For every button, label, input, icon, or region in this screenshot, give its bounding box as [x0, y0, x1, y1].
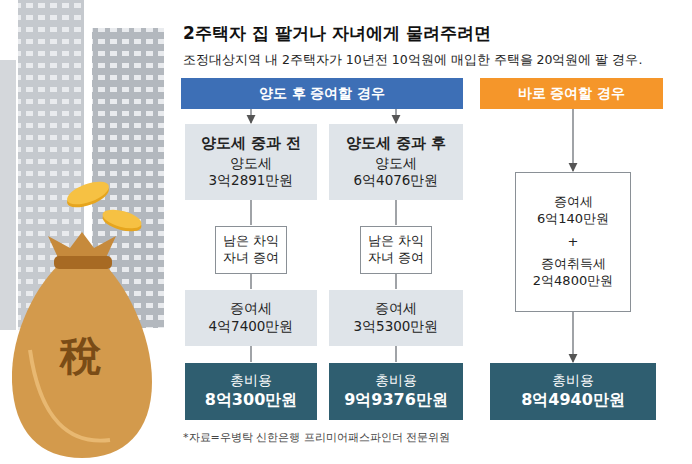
connector [250, 200, 251, 225]
box-text: 증여세 4억7400만원 [201, 300, 301, 335]
connector [572, 312, 573, 362]
process-box: 증여세 4억7400만원 [185, 290, 317, 346]
box-text: 남은 차익 자녀 증여 [220, 233, 282, 267]
coins [64, 177, 143, 235]
connector [395, 200, 396, 225]
process-box: 양도세 중과 후양도세 6억4076만원 [329, 124, 463, 200]
money-bag [12, 232, 152, 458]
box-text: 총비용 [375, 372, 417, 390]
connector [572, 109, 573, 171]
box-text: 증여세 6억140만원 [527, 194, 619, 228]
box-text: 총비용 [230, 372, 272, 390]
process-box: 남은 차익 자녀 증여 [360, 226, 432, 274]
connector [395, 346, 396, 362]
connector [250, 274, 251, 289]
title: 2주택자 집 팔거나 자녀에게 물려주려면 [183, 22, 491, 45]
box-text: 바로 증여할 경우 [518, 84, 626, 102]
process-box: 증여세 3억5300만원 [329, 290, 463, 346]
total-amount: 8억300만원 [205, 390, 298, 411]
box-heading: 양도세 중과 전 [201, 134, 301, 153]
box-text: 총비용 [552, 372, 594, 390]
box-text: 증여취득세 2억4800만원 [527, 256, 619, 290]
box-heading: 양도세 중과 후 [346, 134, 446, 153]
total-box: 총비용8억300만원 [185, 363, 317, 420]
connector [250, 346, 251, 362]
caption: *자료=우병탁 신한은행 프리미어패스파인더 전문위원 [183, 430, 450, 445]
process-box: 남은 차익 자녀 증여 [215, 226, 287, 274]
connector [250, 109, 251, 123]
box-text: 양도 후 증여할 경우 [259, 84, 386, 102]
total-box: 총비용9억9376만원 [329, 363, 463, 420]
box-text: 양도세 6억4076만원 [346, 155, 446, 190]
total-box: 총비용8억4940만원 [490, 363, 656, 420]
tax-character: 稅 [60, 328, 102, 384]
process-box: 양도세 중과 전양도세 3억2891만원 [185, 124, 317, 200]
connector [395, 109, 396, 123]
total-amount: 9억9376만원 [344, 390, 448, 411]
connector [395, 274, 396, 289]
subtitle: 조정대상지역 내 2주택자가 10년전 10억원에 매입한 주택을 20억원에 … [183, 52, 642, 69]
process-box: 증여세 6억140만원 + 증여취득세 2억4800만원 [515, 172, 631, 312]
box-text: 남은 차익 자녀 증여 [365, 233, 427, 267]
header-box: 양도 후 증여할 경우 [181, 78, 463, 109]
header-box: 바로 증여할 경우 [480, 78, 663, 109]
box-text: 양도세 3억2891만원 [201, 155, 301, 190]
box-text: 증여세 3억5300만원 [346, 300, 446, 335]
box-text: + [568, 234, 579, 251]
total-amount: 8억4940만원 [521, 390, 625, 411]
